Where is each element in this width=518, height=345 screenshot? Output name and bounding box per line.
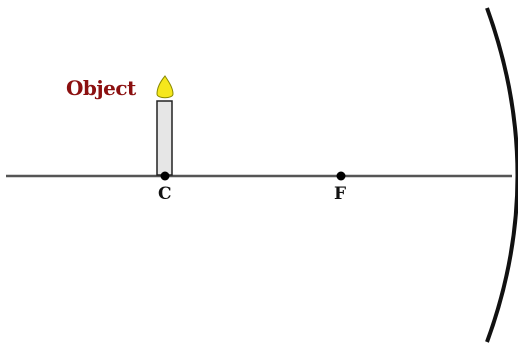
focal-point-label: F xyxy=(334,184,347,204)
concave-mirror xyxy=(485,7,518,343)
center-of-curvature-label: C xyxy=(158,184,172,204)
candle-flame xyxy=(156,75,174,99)
object-label: Object xyxy=(66,76,136,100)
candle-body xyxy=(156,100,173,176)
focal-point xyxy=(336,171,346,181)
center-of-curvature-point xyxy=(160,171,170,181)
